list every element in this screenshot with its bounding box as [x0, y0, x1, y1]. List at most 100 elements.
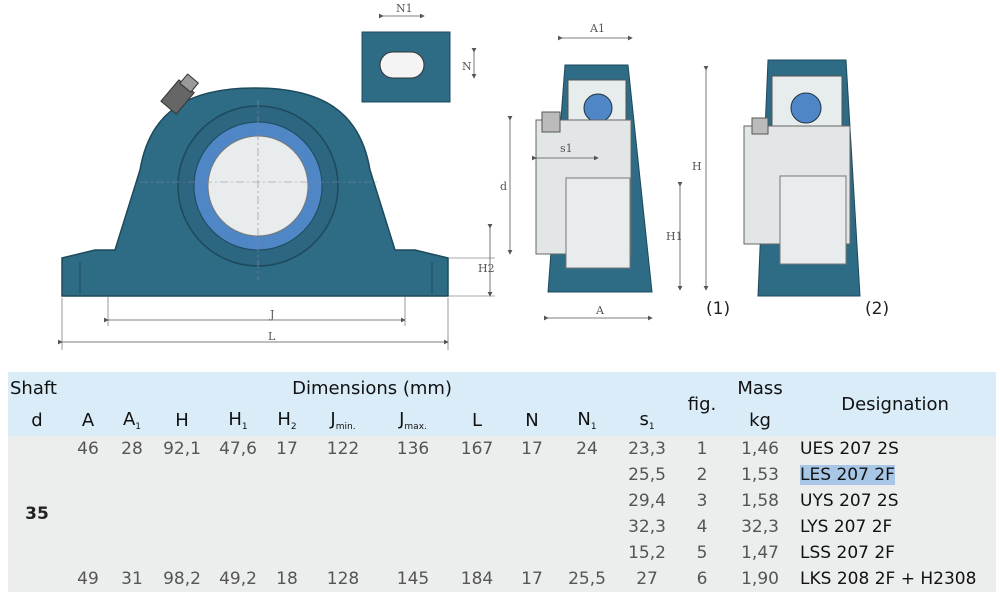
cell-A [66, 540, 110, 566]
cell-A [66, 488, 110, 514]
cell-H [154, 462, 210, 488]
cell-Jmin: 128 [326, 569, 360, 589]
cell-H2 [266, 462, 308, 488]
col-Jmin-header: Jmin. [330, 408, 356, 432]
col-N-header: N [525, 409, 539, 431]
dim-label-L: L [268, 330, 276, 343]
mass-header: Mass [737, 377, 783, 399]
cell-N [506, 540, 558, 566]
spec-table: Shaft Dimensions (mm) fig. Mass Designat… [8, 372, 997, 592]
cell-H [154, 540, 210, 566]
designation-text: UES 207 2S [800, 439, 899, 459]
cell-A1 [110, 488, 154, 514]
designation-text: LSS 207 2F [800, 543, 895, 563]
col-H1-header: H1 [228, 408, 248, 432]
shaft-header: Shaft [10, 377, 57, 399]
cell-s1: 23,3 [628, 439, 666, 459]
cell-H1 [210, 540, 266, 566]
cell-fig: 4 [696, 517, 708, 537]
cell-s1: 32,3 [628, 517, 666, 537]
col-kg-header: kg [749, 409, 771, 431]
designation-cell[interactable]: UYS 207 2S [794, 488, 996, 514]
cell-H2 [266, 488, 308, 514]
dim-label-d: d [500, 180, 507, 193]
dim-label-N: N [462, 60, 472, 73]
cell-N [506, 462, 558, 488]
shaft-diameter-cell: 35 [25, 504, 49, 524]
dim-label-s1: s1 [560, 142, 573, 155]
section-view-1 [507, 35, 709, 321]
front-view [58, 73, 495, 350]
cell-H1 [210, 488, 266, 514]
cell-A [66, 462, 110, 488]
cell-A1 [110, 540, 154, 566]
header-row-1: Shaft Dimensions (mm) fig. Mass Designat… [8, 372, 997, 415]
col-H2-header: H2 [277, 408, 297, 432]
cell-mass: 1,47 [741, 543, 779, 563]
cell-mass: 1,58 [741, 491, 779, 511]
cell-Jmin [308, 488, 378, 514]
col-N1-header: N1 [577, 408, 597, 432]
cell-mass: 1,53 [741, 465, 779, 485]
designation-cell[interactable]: LSS 207 2F [794, 540, 996, 566]
dim-label-A1: A1 [589, 22, 605, 35]
designation-cell[interactable]: LKS 208 2F + H2308 [794, 566, 996, 592]
dim-label-H2: H2 [478, 262, 495, 275]
cell-H [154, 514, 210, 540]
designation-text: LES 207 2F [800, 465, 895, 485]
col-H-header: H [175, 409, 189, 431]
cell-Jmin: 122 [326, 439, 360, 459]
cell-Jmax [378, 540, 448, 566]
cell-A1: 28 [121, 439, 143, 459]
cell-L [448, 462, 506, 488]
cell-s1: 27 [636, 569, 658, 589]
cell-s1: 29,4 [628, 491, 666, 511]
dim-label-N1: N1 [396, 2, 413, 15]
cell-Jmax [378, 488, 448, 514]
cell-L [448, 488, 506, 514]
cell-H: 92,1 [163, 439, 201, 459]
cell-L [448, 540, 506, 566]
designation-text: LKS 208 2F + H2308 [800, 569, 977, 589]
figure-label-2: (2) [865, 299, 889, 319]
cell-Jmax [378, 462, 448, 488]
cell-L: 184 [460, 569, 494, 589]
cell-A [66, 514, 110, 540]
designation-cell[interactable]: UES 207 2S [794, 436, 996, 462]
designation-header: Designation [841, 393, 949, 415]
cell-H1 [210, 462, 266, 488]
col-L-header: L [471, 409, 483, 431]
dim-label-J: J [269, 308, 274, 321]
cell-mass: 1,46 [741, 439, 779, 459]
cell-Jmin [308, 514, 378, 540]
cell-H2 [266, 540, 308, 566]
designation-cell[interactable]: LES 207 2F [794, 462, 996, 488]
cell-mass: 32,3 [741, 517, 779, 537]
cell-fig: 5 [696, 543, 708, 563]
cell-L [448, 514, 506, 540]
cell-H1: 49,2 [219, 569, 257, 589]
cell-Jmin [308, 462, 378, 488]
cell-s1: 25,5 [628, 465, 666, 485]
figure-label-1: (1) [706, 299, 730, 319]
dimensions-header: Dimensions (mm) [292, 377, 452, 399]
cell-N1: 24 [576, 439, 598, 459]
cell-H1 [210, 514, 266, 540]
table-row: 25,5 2 1,53 LES 207 2F [8, 462, 997, 488]
cell-Jmax [378, 514, 448, 540]
cell-H1: 47,6 [219, 439, 257, 459]
cell-H2 [266, 514, 308, 540]
section-view-2 [743, 59, 861, 297]
cell-L: 167 [460, 439, 494, 459]
cell-A1: 31 [121, 569, 143, 589]
cell-H2: 18 [276, 569, 298, 589]
cell-A: 46 [77, 439, 99, 459]
designation-cell[interactable]: LYS 207 2F [794, 514, 996, 540]
cell-fig: 2 [696, 465, 708, 485]
cell-fig: 6 [696, 569, 708, 589]
cell-A1 [110, 514, 154, 540]
